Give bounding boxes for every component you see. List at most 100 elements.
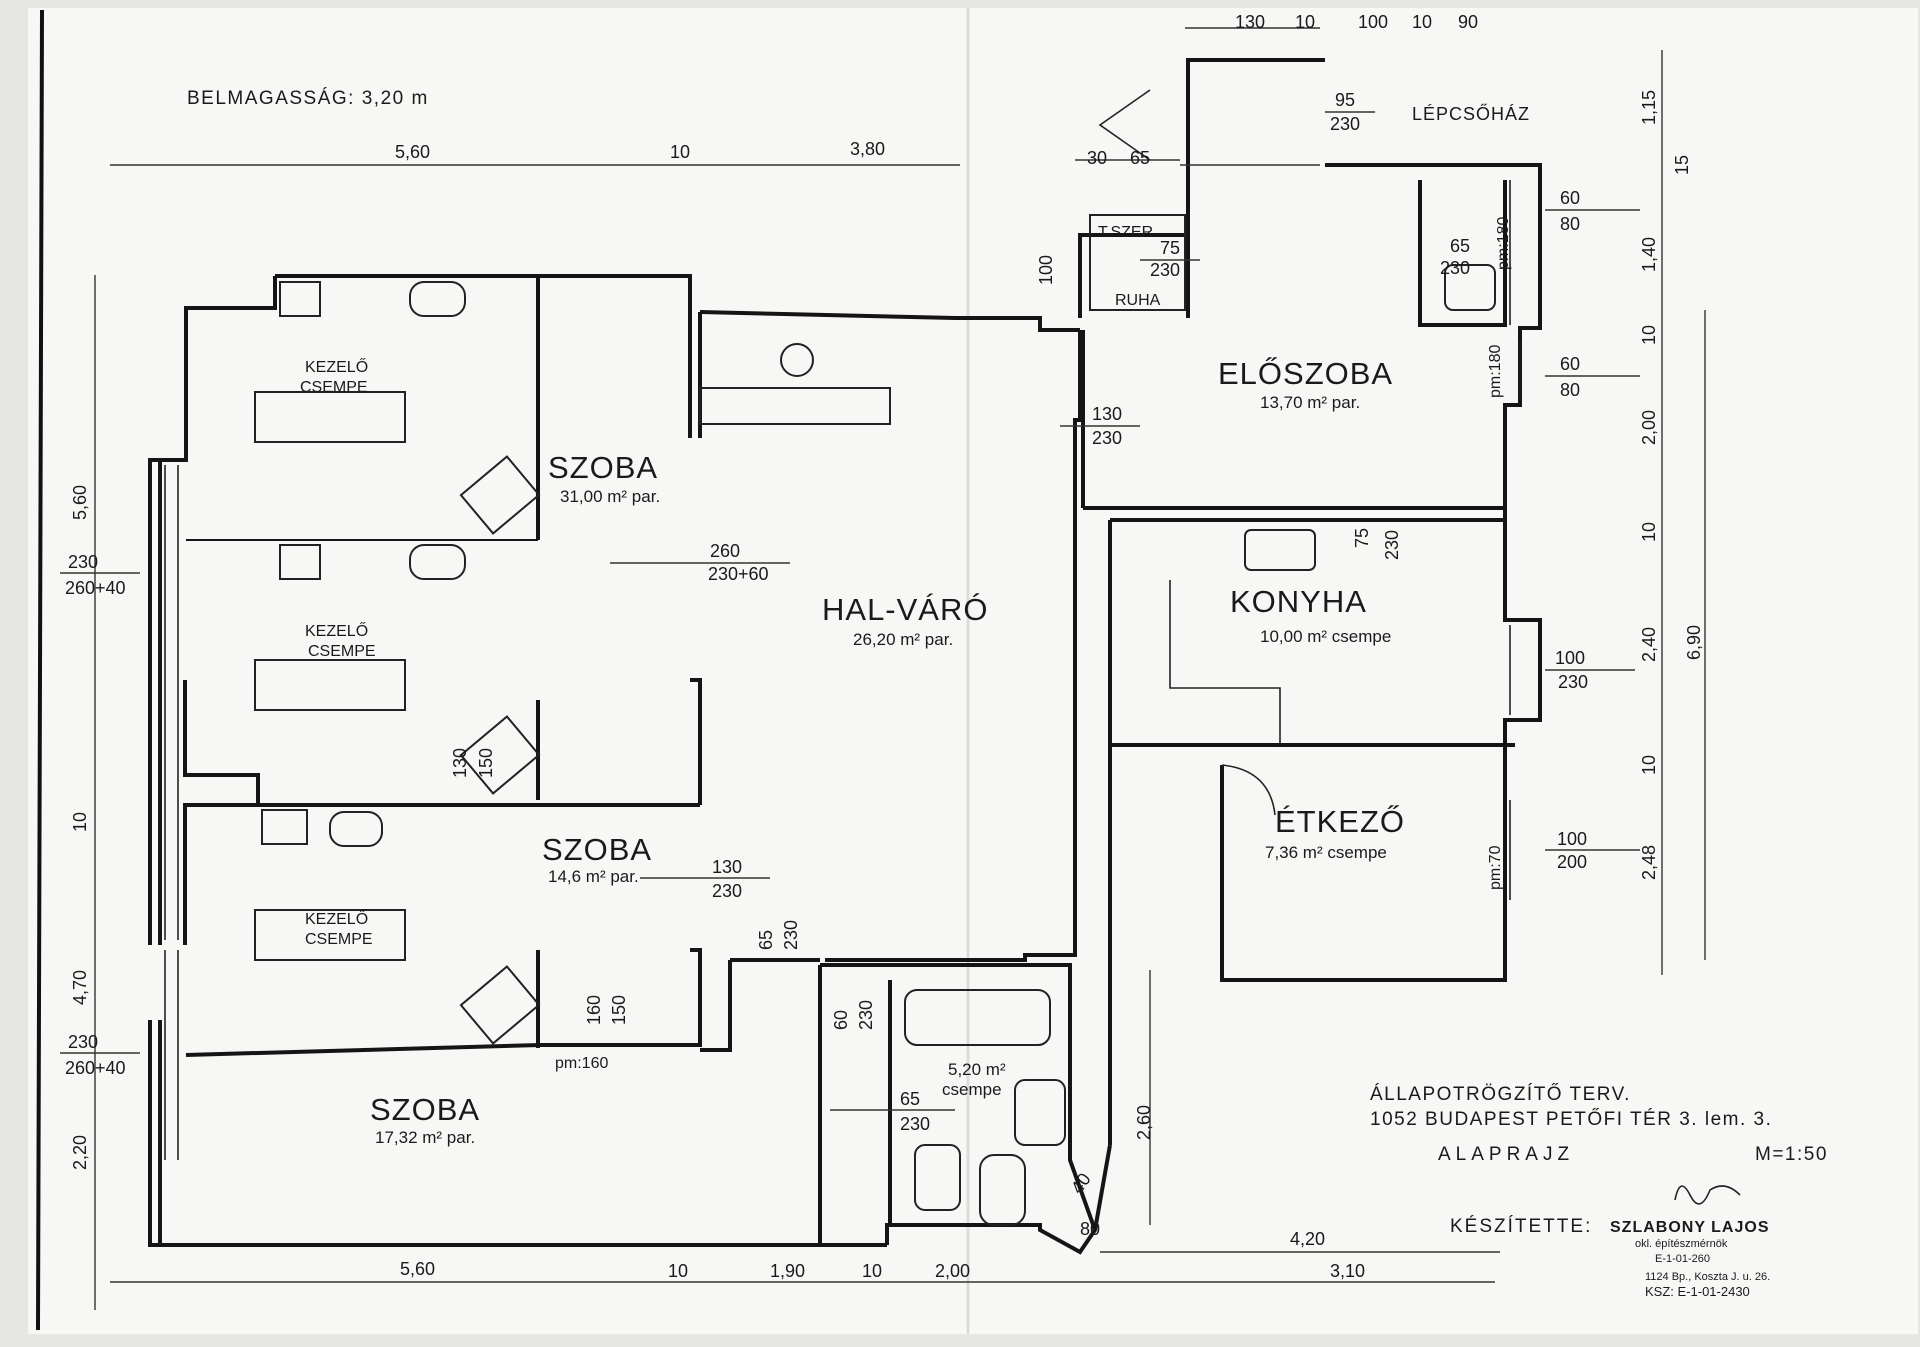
opening-8-top: 100 — [1555, 648, 1585, 668]
opening-1-bottom: 230 — [1150, 260, 1180, 280]
opening-4-bottom: 80 — [1560, 380, 1580, 400]
dim-left-3: 2,20 — [70, 1135, 90, 1170]
opening-7-top: 75 — [1352, 528, 1372, 548]
walls — [148, 58, 1542, 1255]
room-kezelo-1-finish: CSEMPE — [300, 379, 368, 396]
labels: BELMAGASSÁG: 3,20 m SZOBA 31,00 m² par. … — [70, 12, 1704, 1281]
opening-14-top: 160 — [584, 995, 604, 1025]
title-line1: ÁLLAPOTRÖGZÍTŐ TERV. — [1370, 1083, 1631, 1105]
opening-11-bottom: 230 — [781, 920, 801, 950]
dim-right-0: 1,15 — [1639, 90, 1659, 125]
room-szoba-2-name: SZOBA — [542, 832, 652, 867]
opening-5-bottom: 230 — [1092, 428, 1122, 448]
opening-3-bottom: 80 — [1560, 214, 1580, 234]
parapet-1: pm:180 — [1487, 345, 1504, 398]
opening-3-top: 60 — [1560, 188, 1580, 208]
room-szoba-3-area: 17,32 m² par. — [375, 1128, 475, 1147]
room-lepcsohaz-name: LÉPCSŐHÁZ — [1412, 103, 1530, 124]
room-hal-varo-name: HAL-VÁRÓ — [822, 592, 988, 627]
opening-10-top: 130 — [712, 857, 742, 877]
opening-0-bottom: 230 — [1330, 114, 1360, 134]
room-szoba-2-area: 14,6 m² par. — [548, 867, 639, 886]
dim-top-right-2: 100 — [1358, 12, 1388, 32]
opening-9-bottom: 200 — [1557, 852, 1587, 872]
room-kezelo-2-finish: CSEMPE — [308, 643, 376, 660]
room-etkezo-area: 7,36 m² csempe — [1265, 843, 1387, 862]
opening-18-top: 230 — [68, 1032, 98, 1052]
opening-labels: 95 230 75 230 65 230 60 80 60 80 130 230… — [60, 90, 1640, 1239]
title-drawing: ALAPRAJZ — [1438, 1144, 1574, 1165]
opening-15-top: 130 — [450, 748, 470, 778]
room-szoba-1-name: SZOBA — [548, 450, 658, 485]
opening-1-top: 75 — [1160, 238, 1180, 258]
room-kezelo-3-name: KEZELŐ — [305, 909, 368, 928]
title-scale: M=1:50 — [1755, 1144, 1828, 1165]
room-ruha-name: RUHA — [1115, 292, 1161, 309]
opening-13-bottom: 230 — [900, 1114, 930, 1134]
opening-6-top: 260 — [710, 541, 740, 561]
title-reg2: KSZ: E-1-01-2430 — [1645, 1284, 1750, 1299]
dim-bottom-3: 10 — [862, 1261, 882, 1281]
opening-9-top: 100 — [1557, 829, 1587, 849]
parapet-0: pm:180 — [1495, 217, 1512, 270]
title-line2: 1052 BUDAPEST PETŐFI TÉR 3. lem. 3. — [1370, 1108, 1772, 1130]
room-kezelo-3-finish: CSEMPE — [305, 931, 373, 948]
dim-bottom-0: 5,60 — [400, 1259, 435, 1279]
opening-7-bottom: 230 — [1382, 530, 1402, 560]
dim-bottom-5: 3,10 — [1330, 1261, 1365, 1281]
dim-right-2: 1,40 — [1639, 237, 1659, 272]
signature-mark — [1674, 1185, 1741, 1205]
dim-bottom-2: 1,90 — [770, 1261, 805, 1281]
fixtures — [254, 89, 1496, 1226]
ceiling-height-note: BELMAGASSÁG: 3,20 m — [187, 88, 429, 109]
opening-14-bottom: 150 — [609, 995, 629, 1025]
room-eloszoba-area: 13,70 m² par. — [1260, 393, 1360, 412]
opening-12-bottom: 230 — [856, 1000, 876, 1030]
opening-17-bottom: 260+40 — [65, 578, 126, 598]
dim-inner-260: 2,60 — [1134, 1105, 1154, 1140]
dim-top-0: 5,60 — [395, 142, 430, 162]
room-konyha-name: KONYHA — [1230, 584, 1367, 619]
opening-6-bottom: 230+60 — [708, 564, 769, 584]
dim-top-1: 10 — [670, 142, 690, 162]
dim-left-1: 10 — [70, 812, 90, 832]
title-address: 1124 Bp., Koszta J. u. 26. — [1645, 1271, 1770, 1283]
dim-top-mid-1: 65 — [1130, 148, 1150, 168]
dim-right-4: 2,00 — [1639, 410, 1659, 445]
opening-4-top: 60 — [1560, 354, 1580, 374]
room-kezelo-2-name: KEZELŐ — [305, 621, 368, 640]
paper-edge — [36, 9, 44, 1331]
opening-17-top: 230 — [68, 552, 98, 572]
opening-18-bottom: 260+40 — [65, 1058, 126, 1078]
opening-15-bottom: 150 — [476, 748, 496, 778]
room-furdo-area: 5,20 m² — [948, 1060, 1006, 1079]
dim-right-7: 10 — [1639, 755, 1659, 775]
room-szoba-3-name: SZOBA — [370, 1092, 480, 1127]
opening-5-top: 130 — [1092, 404, 1122, 424]
opening-13-top: 65 — [900, 1089, 920, 1109]
dim-right-3: 10 — [1639, 325, 1659, 345]
room-szoba-1-area: 31,00 m² par. — [560, 487, 660, 506]
dim-right-9: 6,90 — [1684, 625, 1704, 660]
parapet-2: pm:70 — [1487, 845, 1504, 890]
room-furdo-finish: csempe — [942, 1080, 1002, 1099]
dim-left-2: 4,70 — [70, 970, 90, 1005]
dim-right-8: 2,48 — [1639, 845, 1659, 880]
dim-top-right-1: 10 — [1295, 12, 1315, 32]
room-konyha-area: 10,00 m² csempe — [1260, 627, 1391, 646]
parapet-notes: pm:180 pm:180 pm:70 pm:160 — [555, 217, 1512, 1072]
dim-right-5: 10 — [1639, 522, 1659, 542]
dim-top-right-4: 90 — [1458, 12, 1478, 32]
windows — [164, 180, 1521, 1160]
opening-0-top: 95 — [1335, 90, 1355, 110]
dim-bottom-right: 4,20 — [1290, 1229, 1325, 1249]
room-kezelo-1-name: KEZELŐ — [305, 357, 368, 376]
opening-16-bottom: 80 — [1080, 1219, 1100, 1239]
room-tszer-name: T.SZER — [1098, 224, 1153, 241]
opening-11-top: 65 — [756, 930, 776, 950]
room-hal-varo-area: 26,20 m² par. — [853, 630, 953, 649]
dim-left-0: 5,60 — [70, 485, 90, 520]
room-etkezo-name: ÉTKEZŐ — [1275, 804, 1405, 839]
dim-right-1: 15 — [1672, 155, 1692, 175]
